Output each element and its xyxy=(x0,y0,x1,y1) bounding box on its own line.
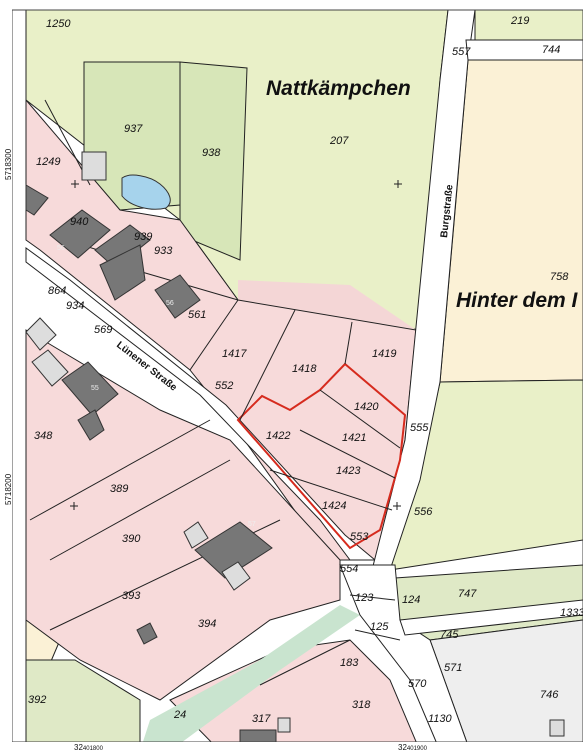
parcel-label-933: 933 xyxy=(154,245,173,257)
building-55-b xyxy=(77,409,105,441)
parcel-label-219: 219 xyxy=(510,15,529,27)
house-number-56: 56 xyxy=(166,300,174,307)
building-394 xyxy=(136,622,158,645)
parcel-label-1250: 1250 xyxy=(46,18,71,30)
shed-938 xyxy=(81,151,107,181)
coord-left-2: 5718200 xyxy=(4,473,13,505)
building-left-1249 xyxy=(25,184,49,216)
house-numbers: 56 56 55 57 xyxy=(57,245,256,528)
parcel-label-318: 318 xyxy=(352,699,371,711)
parcel-label-938: 938 xyxy=(202,147,221,159)
parcel-label-317: 317 xyxy=(252,713,271,725)
shed-57-b xyxy=(221,561,251,591)
parcel-label-125: 125 xyxy=(370,621,389,633)
field-392 xyxy=(25,659,141,751)
building-55 xyxy=(61,361,119,416)
crosshair-markers xyxy=(70,180,402,510)
parcel-label-1333: 1333 xyxy=(560,607,583,619)
house-number-55: 55 xyxy=(91,385,99,392)
house-number-57: 57 xyxy=(248,521,256,528)
parcel-label-864: 864 xyxy=(48,285,66,297)
parcel-label-1417: 1417 xyxy=(222,348,247,360)
parcel-label-1130: 1130 xyxy=(428,713,453,725)
house-number-56: 56 xyxy=(57,245,65,252)
selected-parcel[interactable] xyxy=(236,362,407,550)
buildings xyxy=(25,184,273,645)
parcel-label-553: 553 xyxy=(350,531,369,543)
parcel-label-393: 393 xyxy=(122,590,141,602)
parcel-label-1421: 1421 xyxy=(342,432,366,444)
frame-bottom-band xyxy=(0,742,583,751)
green-strip xyxy=(140,605,360,751)
parcel-label-745: 745 xyxy=(440,629,459,641)
parcel-label-390: 390 xyxy=(122,533,141,545)
parcel-label-123: 123 xyxy=(355,592,374,604)
residential-south-west xyxy=(25,329,341,701)
coord-bottom-1: 32401800 xyxy=(74,743,104,751)
parcel-label-937: 937 xyxy=(124,123,143,135)
road-luenener xyxy=(25,247,377,561)
frame-left-band xyxy=(0,0,12,751)
parcel-label-1249: 1249 xyxy=(36,156,60,168)
parcel-label-24: 24 xyxy=(173,709,186,721)
parcel-label-389: 389 xyxy=(110,483,128,495)
parcel-label-569: 569 xyxy=(94,324,112,336)
shed-57-a xyxy=(183,521,209,549)
building-561 xyxy=(154,274,201,319)
parcel-label-555: 555 xyxy=(410,422,429,434)
parcel-label-1419: 1419 xyxy=(372,348,396,360)
area-name-hinter-dem: Hinter dem I xyxy=(456,289,579,312)
parcel-label-1424: 1424 xyxy=(322,500,346,512)
parcel-label-183: 183 xyxy=(340,657,359,669)
parcel-label-571: 571 xyxy=(444,662,462,674)
road-junction xyxy=(339,564,471,751)
parcel-label-556: 556 xyxy=(414,506,433,518)
parcel-label-940: 940 xyxy=(70,216,89,228)
field-938 xyxy=(179,61,248,261)
parcel-label-1422: 1422 xyxy=(266,430,290,442)
parcel-label-1420: 1420 xyxy=(354,401,379,413)
coord-left-1: 5718300 xyxy=(4,148,13,180)
shed-569 xyxy=(25,317,57,351)
parcel-label-348: 348 xyxy=(34,430,53,442)
parcel-label-744: 744 xyxy=(542,44,560,56)
parcel-label-557: 557 xyxy=(452,46,471,58)
shed-746 xyxy=(549,719,565,737)
parcel-label-392: 392 xyxy=(28,694,46,706)
road-744 xyxy=(465,39,583,61)
parcel-label-1423: 1423 xyxy=(336,465,361,477)
road-burg xyxy=(371,9,476,571)
shed-317 xyxy=(277,717,291,733)
coord-bottom-2: 32401900 xyxy=(398,743,428,751)
parcel-label-552: 552 xyxy=(215,380,233,392)
parcel-label-939: 939 xyxy=(134,231,152,243)
parcel-label-570: 570 xyxy=(408,678,427,690)
light-buildings xyxy=(25,151,565,737)
shed-569-b xyxy=(31,349,69,387)
parcel-label-554: 554 xyxy=(340,563,358,575)
building-56-b xyxy=(99,244,146,301)
building-57 xyxy=(194,521,273,579)
buffer-zone xyxy=(238,280,416,330)
building-940 xyxy=(49,209,111,259)
parcel-label-207: 207 xyxy=(329,135,349,147)
parcel-label-758: 758 xyxy=(550,271,569,283)
parcel-label-1418: 1418 xyxy=(292,363,317,375)
parcel-label-934: 934 xyxy=(66,300,84,312)
area-name-nattkaempchen: Nattkämpchen xyxy=(266,77,411,100)
pond xyxy=(121,174,171,210)
parcel-label-747: 747 xyxy=(458,588,477,600)
parcel-label-561: 561 xyxy=(188,309,206,321)
parcel-label-394: 394 xyxy=(198,618,216,630)
parcel-label-124: 124 xyxy=(402,594,420,606)
road-745 xyxy=(399,599,583,636)
parcel-label-746: 746 xyxy=(540,689,559,701)
